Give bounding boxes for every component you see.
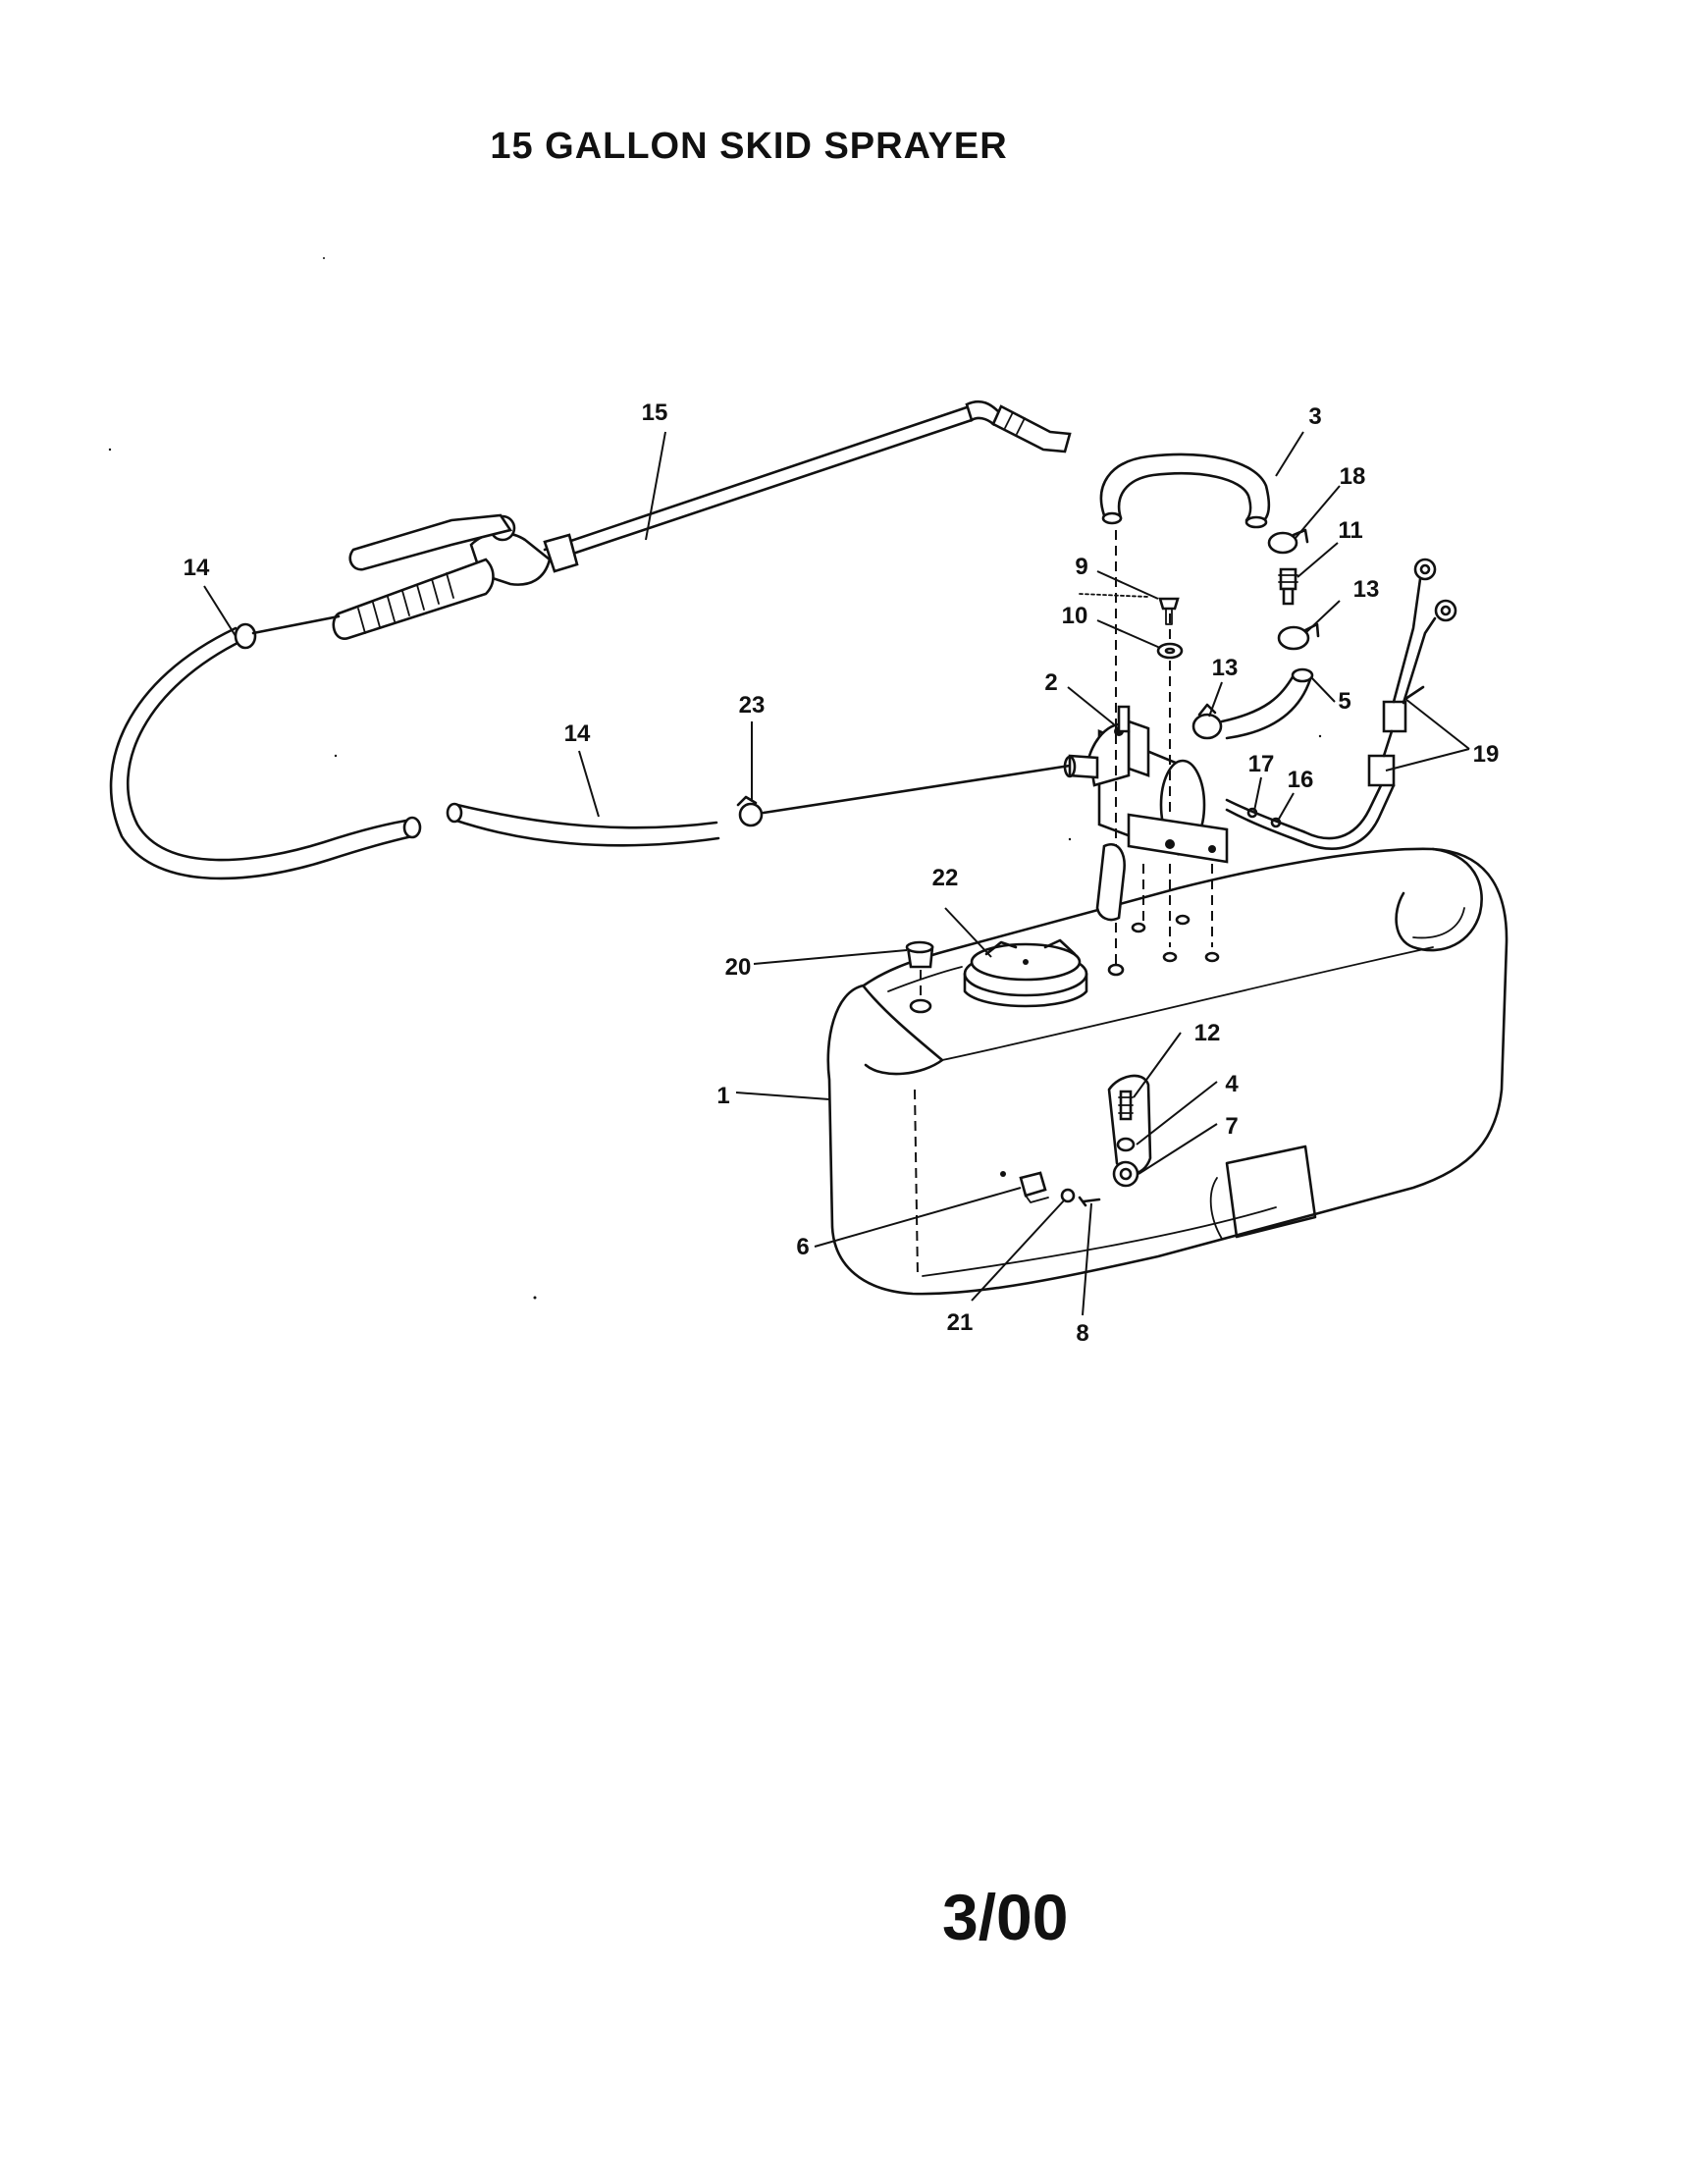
callout-20: 20 (725, 954, 752, 981)
callout-23: 23 (739, 692, 766, 719)
callout-19: 19 (1473, 741, 1500, 768)
callout-15: 15 (642, 400, 668, 426)
clamp-part-18 (1267, 528, 1309, 555)
hose-part-14-short (446, 802, 720, 847)
cap-part-20 (905, 940, 934, 999)
diagram-title: 15 GALLON SKID SPRAYER (490, 126, 1008, 167)
callout-10: 10 (1062, 603, 1088, 629)
hose-part-14-long (109, 614, 422, 880)
callout-4: 4 (1225, 1071, 1239, 1097)
spray-wand-part-15 (332, 400, 1072, 640)
clamp-part-13-lower (1191, 703, 1223, 740)
callout-16: 16 (1288, 767, 1314, 793)
callout-22: 22 (932, 865, 959, 891)
callout-1: 1 (716, 1083, 729, 1109)
washer-part-10 (1156, 642, 1184, 660)
pump-part-2 (1063, 705, 1229, 864)
battery-lead-part-19 (1367, 558, 1457, 787)
callout-3: 3 (1308, 403, 1321, 430)
callout-leaders (203, 431, 1470, 1316)
screw-part-9 (1079, 593, 1180, 625)
callout-9: 9 (1075, 554, 1087, 580)
callout-14-long: 14 (184, 555, 210, 581)
hose-part-3 (1099, 453, 1271, 529)
callout-13-lower: 13 (1212, 655, 1239, 681)
callout-18: 18 (1340, 463, 1366, 490)
clamp-part-23 (736, 764, 1072, 827)
callout-numbers: 15 14 14 23 3 18 11 13 9 10 2 13 5 17 16… (184, 400, 1500, 1347)
callout-13-upper: 13 (1353, 576, 1380, 603)
callout-17: 17 (1248, 751, 1275, 777)
pump-mount-hardware (1095, 530, 1220, 977)
callout-21: 21 (947, 1309, 974, 1336)
bracket-hardware-parts-6-21-8 (1000, 1171, 1101, 1207)
callout-7: 7 (1225, 1113, 1238, 1140)
callout-5: 5 (1338, 688, 1350, 715)
fitting-part-11 (1278, 567, 1298, 606)
scan-specks (108, 257, 1322, 1300)
callout-14-short: 14 (564, 720, 591, 747)
callout-12: 12 (1194, 1020, 1221, 1046)
callout-6: 6 (796, 1234, 809, 1260)
fitting-stack-parts-12-4-7 (1112, 1090, 1139, 1188)
callout-11: 11 (1338, 517, 1362, 544)
callout-8: 8 (1076, 1320, 1088, 1347)
tank-part (826, 847, 1509, 1296)
wire-harness-parts-16-17 (1225, 773, 1396, 850)
revision-date: 3/00 (942, 1881, 1069, 1953)
hose-part-5 (1220, 667, 1314, 740)
callout-2: 2 (1044, 669, 1057, 696)
